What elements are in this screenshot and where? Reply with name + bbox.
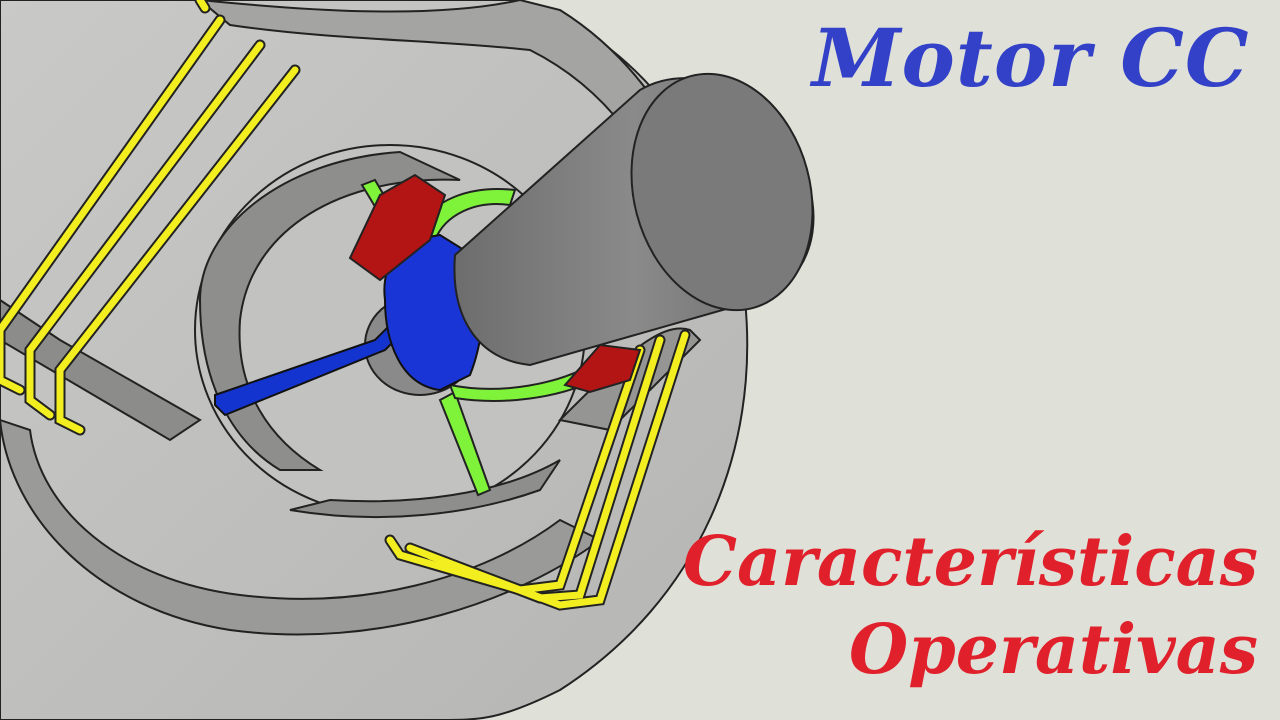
title-motor-cc: Motor CC bbox=[812, 11, 1250, 105]
inner-shell-lower bbox=[289, 459, 561, 519]
brush-top bbox=[348, 173, 447, 282]
inner-shell-arc bbox=[198, 150, 461, 471]
pole-piece-left bbox=[0, 298, 202, 442]
brush-bottom bbox=[563, 343, 642, 394]
subtitle-line-2: Operativas bbox=[848, 610, 1258, 690]
shaft-end-face bbox=[630, 72, 814, 312]
subtitle-line-1: Características bbox=[682, 522, 1258, 602]
